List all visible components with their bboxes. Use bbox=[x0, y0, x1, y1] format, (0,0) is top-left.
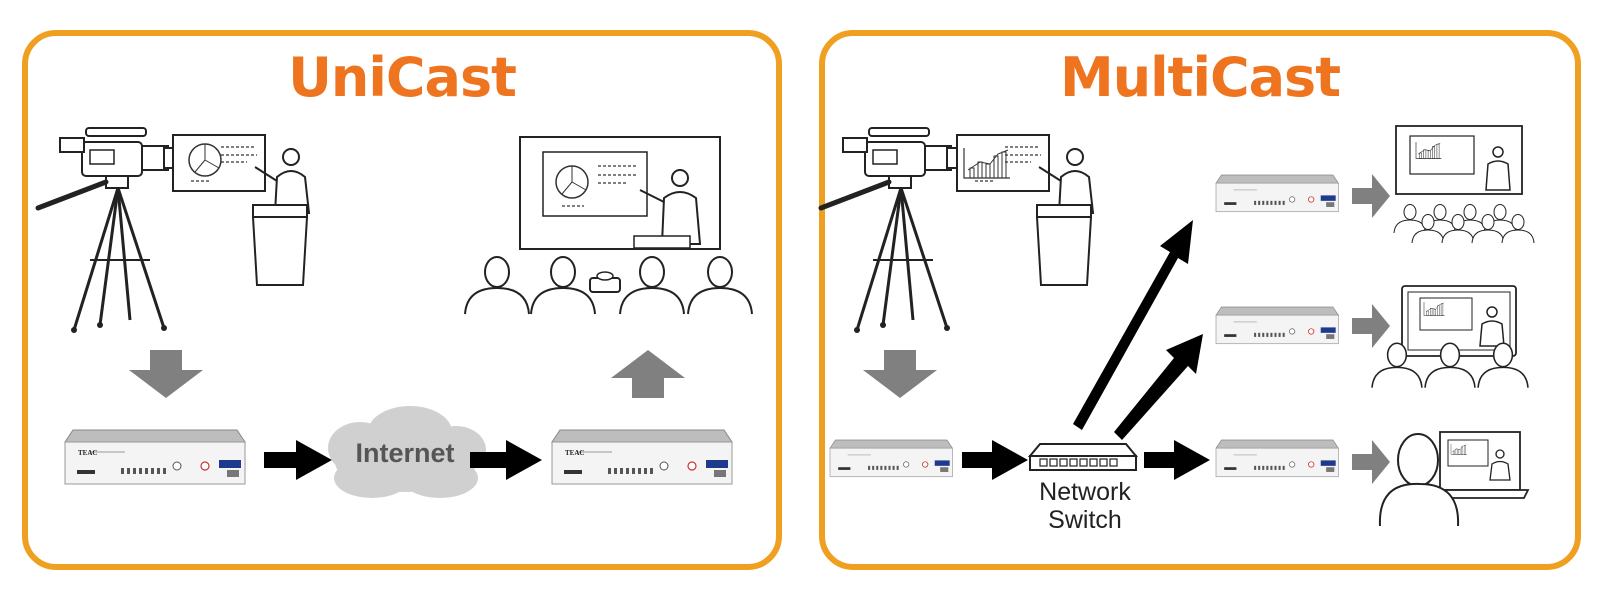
device-brand: TEAC bbox=[78, 449, 97, 457]
multicast-title: MultiCast bbox=[1059, 46, 1341, 109]
unicast-title: UniCast bbox=[288, 46, 517, 109]
destination-tv-viewers bbox=[1371, 285, 1529, 389]
multicast-receiver-3 bbox=[1215, 439, 1339, 478]
multicast-arrow-to-switch bbox=[962, 440, 1028, 480]
multicast-encoder-device bbox=[829, 439, 953, 478]
gray-arrow-right-3 bbox=[1352, 440, 1390, 484]
unicast-down-arrow bbox=[129, 350, 203, 398]
unicast-camera bbox=[38, 128, 178, 333]
multicast-camera bbox=[821, 128, 961, 333]
switch-arrow-up-short bbox=[1114, 334, 1203, 440]
unicast-arrow-from-internet bbox=[470, 440, 542, 480]
multicast-receiver-2 bbox=[1215, 306, 1339, 345]
switch-arrow-right bbox=[1144, 440, 1210, 480]
unicast-decoder-device: TEAC bbox=[551, 429, 733, 485]
svg-text:TEAC: TEAC bbox=[565, 449, 584, 457]
switch-arrow-up-long bbox=[1073, 220, 1193, 430]
unicast-arrow-to-internet bbox=[264, 440, 332, 480]
unicast-encoder-device: TEAC bbox=[64, 429, 246, 485]
unicast-audience bbox=[464, 256, 753, 315]
destination-laptop-viewer bbox=[1378, 431, 1530, 527]
gray-arrow-right-1 bbox=[1352, 174, 1390, 218]
destination-classroom bbox=[1393, 125, 1535, 244]
internet-label: Internet bbox=[355, 438, 455, 468]
internet-cloud bbox=[328, 406, 486, 498]
unicast-projection-screen bbox=[519, 136, 721, 250]
network-switch-label-line2: Switch bbox=[1048, 506, 1122, 534]
unicast-presenter bbox=[172, 134, 310, 286]
gray-arrow-right-2 bbox=[1352, 304, 1390, 348]
unicast-up-arrow bbox=[611, 350, 685, 398]
multicast-down-arrow bbox=[863, 350, 937, 398]
network-switch bbox=[1027, 443, 1139, 471]
multicast-receiver-1 bbox=[1215, 174, 1339, 213]
multicast-presenter bbox=[956, 134, 1094, 286]
network-switch-label-line1: Network bbox=[1039, 478, 1131, 506]
